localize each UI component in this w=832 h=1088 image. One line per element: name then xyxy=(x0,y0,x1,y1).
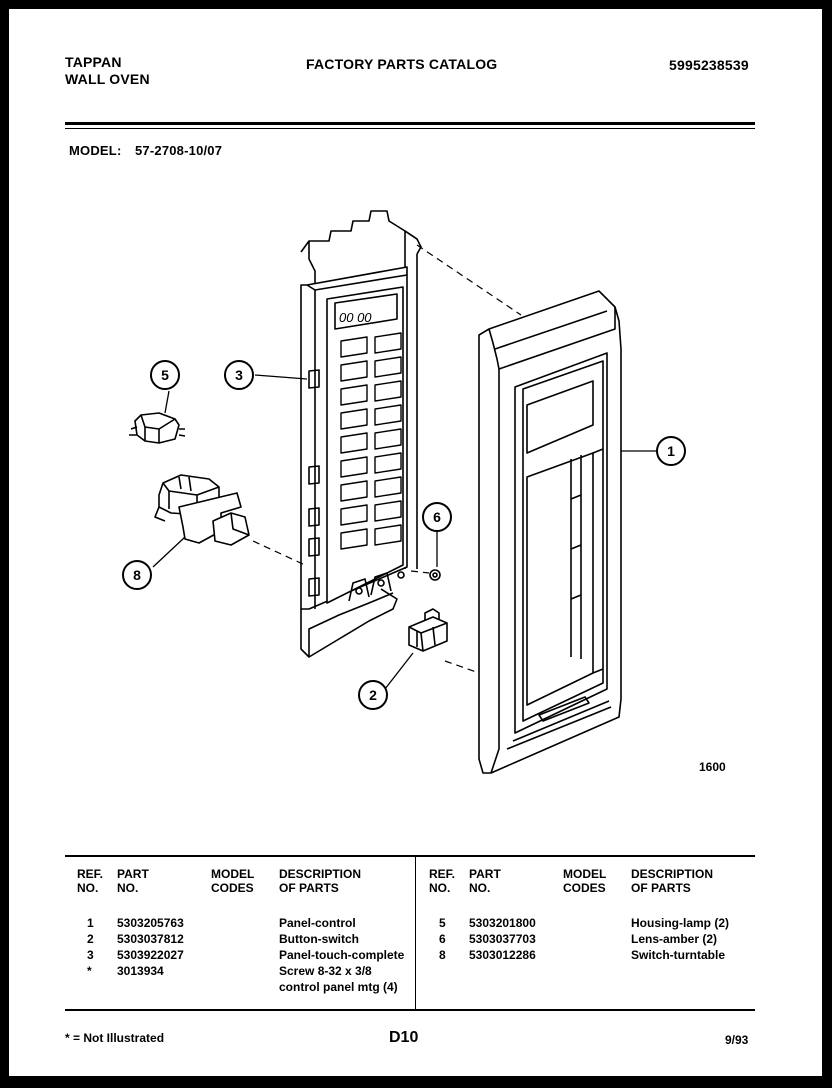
table-cell-description: Panel-touch-complete xyxy=(279,948,405,962)
right-part-column: 5303201800 5303037703 5303012286 xyxy=(469,915,536,963)
keypad-key xyxy=(340,528,368,550)
exploded-parts-diagram: 00 00 xyxy=(122,210,726,774)
callout-2-circle xyxy=(358,680,388,710)
table-cell-part: 5303037703 xyxy=(469,932,536,946)
callout-5-label: 5 xyxy=(161,367,169,383)
keypad-key xyxy=(374,428,402,450)
left-ref-column: 1 2 3 * xyxy=(87,915,94,979)
left-part-column: 5303205763 5303037812 5303922027 3013934 xyxy=(117,915,184,979)
lens-amber xyxy=(429,569,441,581)
housing-lamp xyxy=(129,412,186,444)
table-cell-part: 5303205763 xyxy=(117,916,184,930)
header-ref-no-left: REF.NO. xyxy=(77,867,104,895)
control-panel-housing xyxy=(478,290,622,774)
table-bottom-rule xyxy=(65,1009,755,1011)
table-cell-description: Housing-lamp (2) xyxy=(631,916,729,930)
table-cell-ref: 1 xyxy=(87,916,94,930)
table-cell-description: Lens-amber (2) xyxy=(631,932,718,946)
keypad-key xyxy=(374,356,402,378)
callout-1-circle xyxy=(656,436,686,466)
table-cell-description: Switch-turntable xyxy=(631,948,726,962)
button-switch xyxy=(408,608,448,652)
keypad-key xyxy=(340,408,368,430)
model-label: MODEL: xyxy=(69,143,122,158)
table-cell-ref: 6 xyxy=(439,932,446,946)
keypad-key xyxy=(374,404,402,426)
keypad-key xyxy=(340,384,368,406)
table-cell-part: 5303012286 xyxy=(469,948,536,962)
brand-line-1: TAPPAN xyxy=(65,54,122,70)
callout-6-circle xyxy=(422,502,452,532)
right-ref-column: 5 6 8 xyxy=(439,915,446,963)
keypad-key xyxy=(340,480,368,502)
table-top-rule xyxy=(65,855,755,857)
parts-catalog-page: TAPPAN WALL OVEN FACTORY PARTS CATALOG 5… xyxy=(9,9,822,1076)
keypad-key xyxy=(340,432,368,454)
right-description-column: Housing-lamp (2) Lens-amber (2) Switch-t… xyxy=(631,915,729,963)
page-code: D10 xyxy=(389,1029,419,1046)
table-cell-description: Panel-control xyxy=(279,916,356,930)
keypad-key xyxy=(374,524,402,546)
catalog-title: FACTORY PARTS CATALOG xyxy=(306,56,498,72)
svg-text:00 00: 00 00 xyxy=(339,310,372,325)
callout-3-circle xyxy=(224,360,254,390)
callout-8-label: 8 xyxy=(133,567,141,583)
keypad-key xyxy=(340,456,368,478)
callout-3-label: 3 xyxy=(235,367,243,383)
table-cell-description: Button-switch xyxy=(279,932,359,946)
header-ref-no-right: REF.NO. xyxy=(429,867,456,895)
keypad-buttons xyxy=(340,332,402,550)
callout-6-label: 6 xyxy=(433,509,441,525)
keypad-key xyxy=(374,332,402,354)
table-cell-part: 5303201800 xyxy=(469,916,536,930)
table-cell-ref: * xyxy=(87,964,92,978)
table-cell-part: 3013934 xyxy=(117,964,164,978)
table-cell-ref: 3 xyxy=(87,948,94,962)
table-cell-description: Screw 8-32 x 3/8 xyxy=(279,964,372,978)
keypad-key xyxy=(340,336,368,358)
keypad-key xyxy=(374,452,402,474)
turntable-switch xyxy=(154,474,250,546)
table-cell-part: 5303037812 xyxy=(117,932,184,946)
table-cell-ref: 8 xyxy=(439,948,446,962)
keypad-key xyxy=(340,360,368,382)
callout-2-label: 2 xyxy=(369,687,377,703)
brand-line-2: WALL OVEN xyxy=(65,71,150,87)
figure-number: 1600 xyxy=(699,760,726,774)
header-rule-thick xyxy=(65,122,755,125)
table-center-divider xyxy=(415,856,416,1009)
table-cell-description: control panel mtg (4) xyxy=(279,980,398,994)
model-number: 57-2708-10/07 xyxy=(135,143,223,158)
keypad-key xyxy=(374,476,402,498)
not-illustrated-note: * = Not Illustrated xyxy=(65,1031,165,1045)
catalog-number: 5995238539 xyxy=(669,57,749,73)
left-description-column: Panel-control Button-switch Panel-touch-… xyxy=(279,915,404,995)
callout-5-circle xyxy=(150,360,180,390)
header-rule-thin xyxy=(65,128,755,129)
table-cell-part: 5303922027 xyxy=(117,948,184,962)
keypad-key xyxy=(374,500,402,522)
keypad-key xyxy=(340,504,368,526)
catalog-date: 9/93 xyxy=(725,1033,749,1047)
table-cell-ref: 5 xyxy=(439,916,446,930)
keypad-key xyxy=(374,380,402,402)
callout-8-circle xyxy=(122,560,152,590)
table-cell-ref: 2 xyxy=(87,932,94,946)
callout-1-label: 1 xyxy=(667,443,675,459)
